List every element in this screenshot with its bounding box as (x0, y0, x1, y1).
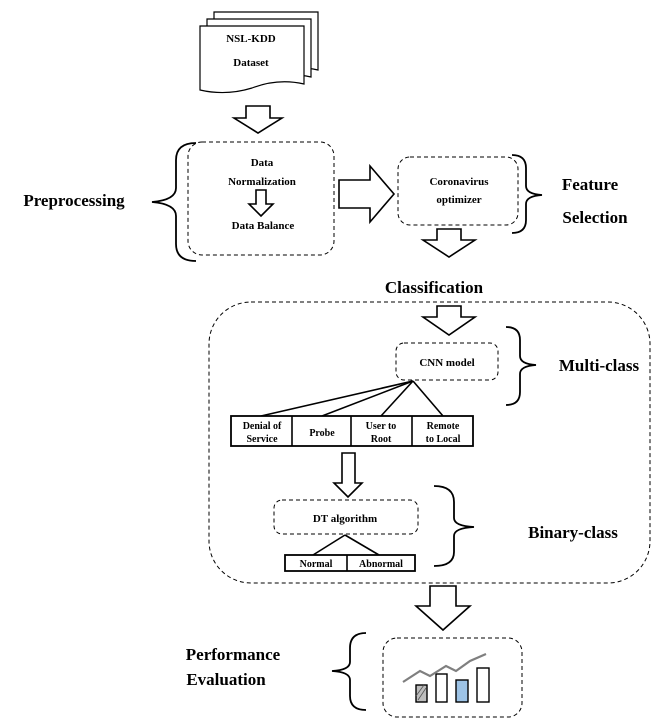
cnn-model-box (395, 342, 499, 381)
evaluation-box (382, 637, 523, 718)
coronavirus-optimizer-label-line1: Coronavirus (429, 176, 489, 188)
binary-class-label: Binary-class (528, 523, 618, 542)
evaluation-brace (331, 632, 367, 711)
data-normalization-label-line1: Data (251, 157, 274, 169)
coronavirus-optimizer-label-line2: optimizer (436, 194, 481, 206)
cnn-output-links (260, 380, 444, 417)
binary-class-brace (433, 485, 475, 567)
output-abnormal: Abnormal (359, 559, 403, 570)
coronavirus-optimizer-box (397, 156, 519, 226)
arrow-down-normalization (247, 189, 275, 218)
binary-outputs-table (284, 554, 416, 572)
bar-chart-icon (402, 652, 490, 703)
arrow-down-dataset (231, 105, 285, 134)
dt-algorithm-box (273, 499, 419, 535)
preprocessing-label: Preprocessing (23, 191, 125, 210)
class-u2r-line1: User to (366, 421, 397, 432)
cnn-model-label: CNN model (419, 357, 474, 369)
multi-class-brace (505, 326, 537, 406)
output-normal: Normal (300, 559, 333, 570)
dt-algorithm-label: DT algorithm (313, 513, 377, 525)
feature-selection-brace (511, 154, 543, 234)
class-dos-line2: Service (246, 434, 278, 445)
arrow-right-feature-selection (338, 163, 396, 225)
performance-evaluation-label-line1: Performance (186, 645, 281, 664)
multi-class-label: Multi-class (559, 356, 640, 375)
arrow-down-evaluation (413, 585, 473, 632)
class-probe: Probe (309, 428, 335, 439)
feature-selection-label-line2: Selection (562, 208, 628, 227)
attack-classes-table (230, 415, 474, 447)
data-balance-label: Data Balance (232, 220, 295, 232)
class-r2l-line1: Remote (427, 421, 460, 432)
arrow-down-optimizer (420, 228, 478, 258)
data-normalization-label-line2: Normalization (228, 176, 296, 188)
arrow-down-classes (332, 452, 364, 499)
classification-container (208, 301, 651, 584)
preprocessing-box (187, 141, 335, 256)
class-r2l-line2: to Local (426, 434, 461, 445)
performance-evaluation-label-line2: Evaluation (186, 670, 266, 689)
arrow-down-classification (420, 305, 478, 336)
dataset-icon (199, 11, 319, 94)
class-dos-line1: Denial of (243, 421, 282, 432)
classification-label: Classification (385, 278, 484, 297)
preprocessing-brace (151, 142, 197, 262)
class-u2r-line2: Root (371, 434, 392, 445)
feature-selection-label-line1: Feature (562, 175, 619, 194)
dt-output-links (312, 534, 380, 556)
dataset-label: Dataset (233, 57, 269, 69)
dataset-name: NSL-KDD (226, 33, 276, 45)
